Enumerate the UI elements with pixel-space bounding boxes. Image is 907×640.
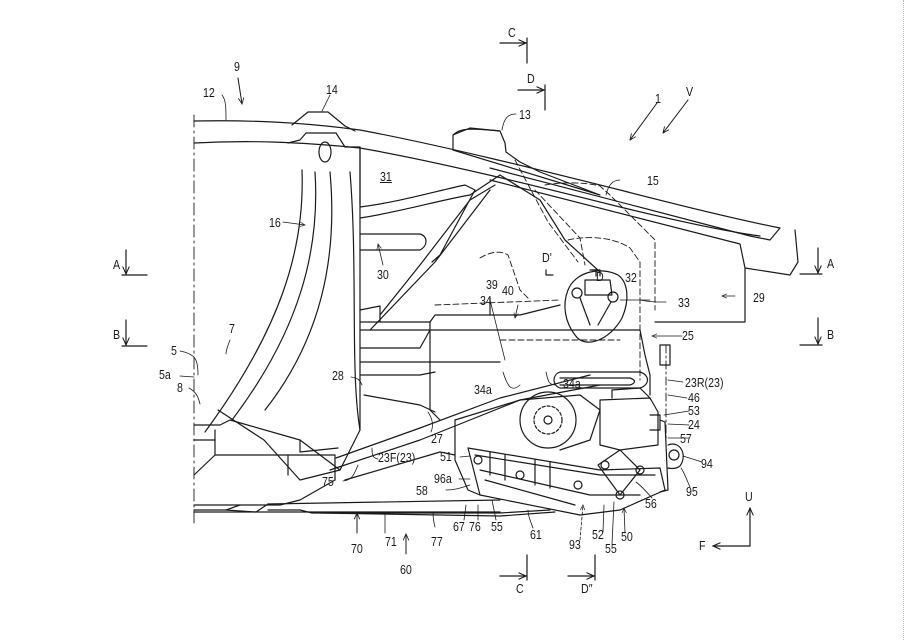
ref-46: 46: [688, 390, 700, 405]
section-marker-C-top: [499, 37, 528, 64]
ref-34a-1: 34a: [474, 382, 492, 397]
ref-95: 95: [686, 484, 698, 499]
section-D-bottom: D″: [581, 581, 593, 596]
section-marker-D-top: [517, 84, 546, 111]
suspension-mount: [564, 269, 628, 343]
roof-panel: [193, 120, 781, 237]
lower-rail-23F: [329, 374, 601, 481]
hidden-lines: [434, 159, 656, 381]
ref-27: 27: [431, 431, 443, 446]
ref-52: 52: [592, 527, 604, 542]
ref-71: 71: [385, 534, 397, 549]
ref-67: 67: [453, 519, 465, 534]
upper-member-13: [452, 127, 601, 196]
ref-23R: 23R(23): [685, 375, 724, 390]
ref-5: 5: [171, 343, 177, 358]
section-D-mid: D: [596, 269, 604, 284]
ref-32: 32: [625, 270, 637, 285]
ref-56: 56: [645, 496, 657, 511]
ref-55-1: 55: [491, 519, 503, 534]
ref-70: 70: [351, 541, 363, 556]
ref-61: 61: [530, 527, 542, 542]
ref-29: 29: [753, 290, 765, 305]
ref-8: 8: [177, 380, 183, 395]
direction-U: U: [745, 489, 753, 504]
section-D-prime: D': [542, 250, 552, 265]
ref-15: 15: [647, 173, 659, 188]
ref-25: 25: [682, 328, 694, 343]
section-D-top: D: [527, 71, 535, 86]
section-marker-A-left: [121, 249, 148, 276]
section-marker-C-bottom: [499, 554, 528, 581]
front-side-frame: [359, 321, 671, 446]
section-marker-D-bottom: [567, 554, 596, 581]
section-marker-B-right: [799, 317, 823, 346]
arrow-V: [663, 99, 689, 133]
direction-indicator: [713, 508, 750, 546]
ref-34: 34: [480, 293, 492, 308]
section-A-left: A: [113, 257, 121, 272]
lower-subframe: [193, 419, 556, 517]
ref-96a: 96a: [434, 471, 452, 486]
direction-F: F: [699, 538, 706, 553]
ref-50: 50: [621, 529, 633, 544]
section-marker-B-left: [121, 319, 148, 347]
ref-7: 7: [229, 321, 235, 336]
page-edge: [903, 0, 907, 640]
section-C-bottom: C: [516, 581, 524, 596]
ref-31: 31: [380, 169, 392, 184]
ref-16: 16: [269, 215, 281, 230]
ref-55-2: 55: [605, 541, 617, 556]
battery-tray: [454, 399, 666, 516]
ref-33: 33: [678, 295, 690, 310]
ref-40: 40: [502, 283, 514, 298]
ref-1: 1: [655, 91, 661, 106]
arrow-1: [630, 102, 658, 140]
section-marker-D-mid: [589, 269, 597, 277]
ref-60: 60: [400, 562, 412, 577]
ref-75: 75: [322, 474, 334, 489]
arrow-9: [237, 77, 242, 104]
ref-30: 30: [377, 267, 389, 282]
section-A-right: A: [827, 256, 835, 271]
ref-34a-2: 34a: [563, 376, 581, 391]
section-marker-D-prime: [545, 269, 554, 276]
ref-9: 9: [234, 59, 240, 74]
section-marker-A-right: [799, 247, 823, 275]
front-pillar: [204, 146, 361, 481]
inner-structure: [359, 174, 601, 331]
front-bracket: [649, 414, 684, 493]
ref-39: 39: [486, 277, 498, 292]
pillar-hole: [318, 141, 332, 163]
ref-76: 76: [469, 519, 481, 534]
ref-53: 53: [688, 403, 700, 418]
section-C-top: C: [508, 25, 516, 40]
ref-23F: 23F(23): [378, 450, 416, 465]
section-B-right: B: [827, 327, 835, 342]
ref-14: 14: [326, 82, 338, 97]
ref-13: 13: [519, 107, 531, 122]
ref-57: 57: [680, 431, 692, 446]
bracket-14: [291, 111, 356, 132]
ref-12: 12: [203, 85, 215, 100]
ref-77: 77: [431, 534, 443, 549]
ref-51: 51: [440, 449, 452, 464]
ref-28: 28: [332, 368, 344, 383]
ref-24: 24: [688, 417, 700, 432]
ref-V: V: [686, 84, 694, 99]
ref-5a: 5a: [159, 367, 171, 382]
ref-58: 58: [416, 483, 428, 498]
section-B-left: B: [113, 327, 121, 342]
motor-unit: [519, 387, 659, 451]
upper-frame-15: [489, 167, 799, 323]
ref-94: 94: [701, 456, 713, 471]
leader-lines: [179, 94, 736, 545]
ref-93: 93: [569, 537, 581, 552]
